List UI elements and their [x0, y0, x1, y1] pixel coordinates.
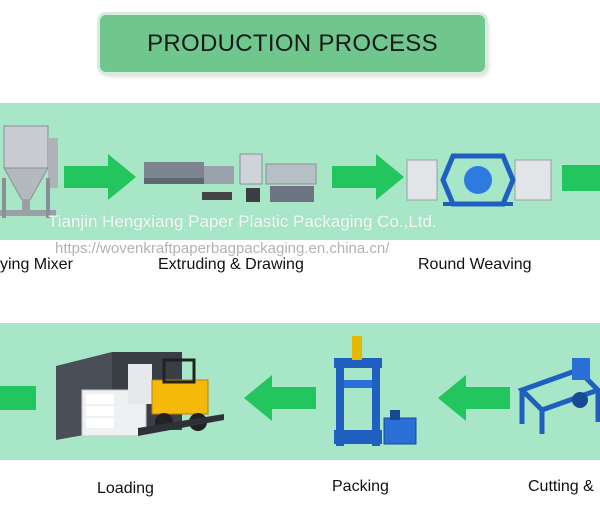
watermark-url: https://wovenkraftpaperbagpackaging.en.c…	[55, 240, 390, 257]
weaving-machine-icon	[406, 153, 552, 207]
arrow-left-icon	[438, 375, 510, 421]
title-box: PRODUCTION PROCESS	[100, 15, 485, 72]
arrow-right-icon	[332, 154, 404, 200]
press-machine-icon	[334, 336, 417, 446]
page-title: PRODUCTION PROCESS	[147, 29, 438, 57]
step-label-packing: Packing	[332, 478, 389, 495]
step-label-cutting: Cutting &	[528, 478, 594, 495]
step-label-weaving: Round Weaving	[418, 256, 532, 273]
step-label-loading: Loading	[97, 480, 154, 497]
watermark-company: Tianjin Hengxiang Paper Plastic Packagin…	[48, 212, 437, 231]
extruding-machine-icon	[144, 153, 317, 202]
arrow-left-icon	[0, 386, 36, 410]
mixer-machine-icon	[0, 125, 58, 218]
step-label-extruding: Extruding & Drawing	[158, 256, 304, 273]
arrow-right-icon	[64, 154, 136, 200]
arrow-left-icon	[244, 375, 316, 421]
cutting-machine-icon	[518, 358, 600, 434]
step-label-mixer: ying Mixer	[0, 256, 73, 273]
truck-forklift-icon	[56, 352, 224, 440]
arrow-right-icon	[562, 165, 600, 191]
